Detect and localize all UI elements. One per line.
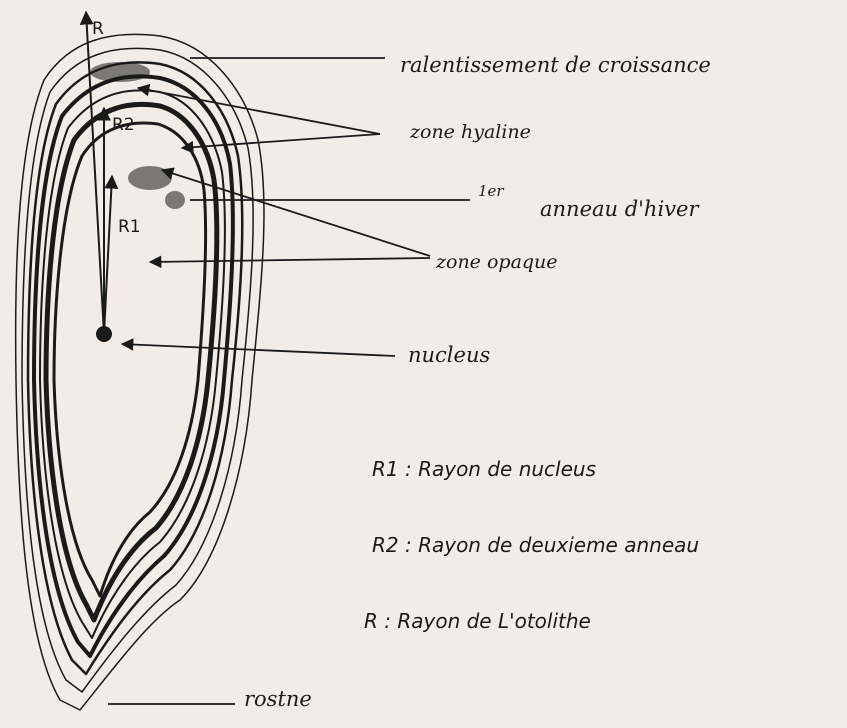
ring-inner	[54, 123, 206, 596]
radius-label-r: R	[92, 19, 104, 39]
otolith-rings	[16, 34, 264, 710]
label-anneau-hiver: anneau d'hiver	[540, 197, 700, 221]
legend-r2: R2 : Rayon de deuxieme anneau	[372, 533, 699, 557]
radius-lines	[86, 12, 112, 334]
legend-r: R : Rayon de L'otolithe	[364, 609, 591, 633]
radius-label-r2: R2	[112, 115, 135, 135]
label-zone-hyaline: zone hyaline	[409, 121, 531, 143]
label-ralentissement: ralentissement de croissance	[400, 53, 711, 77]
label-zone-opaque: zone opaque	[435, 251, 558, 273]
pointer-lines	[108, 58, 470, 704]
label-premier-sup: 1er	[478, 182, 504, 200]
legend-r1: R1 : Rayon de nucleus	[372, 457, 596, 481]
label-rostre: rostne	[244, 687, 312, 711]
radius-label-r1: R1	[118, 217, 141, 237]
label-nucleus: nucleus	[408, 343, 490, 367]
